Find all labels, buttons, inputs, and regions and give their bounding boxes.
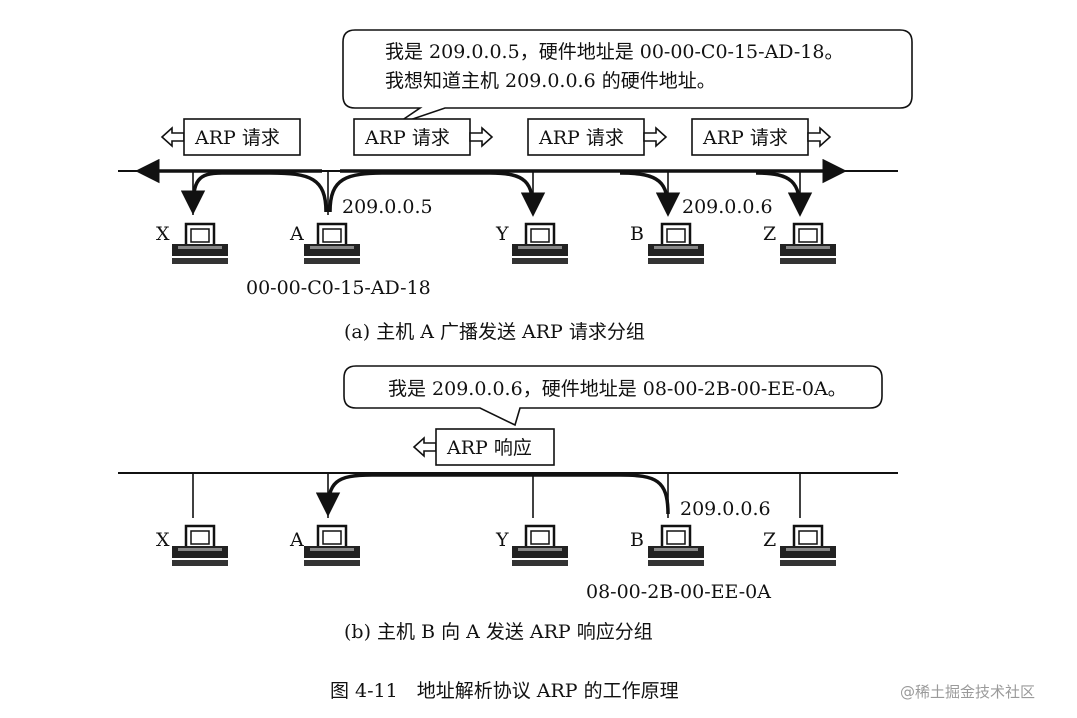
host-label-b: B — [630, 223, 644, 245]
host-x-computer-icon — [170, 524, 230, 568]
mac-label-b: 08-00-2B-00-EE-0A — [586, 581, 771, 603]
arp-request-packet-3: ARP 请求 — [527, 118, 667, 156]
caption-a: (a) 主机 A 广播发送 ARP 请求分组 — [344, 321, 645, 343]
host-label-a: A — [289, 223, 304, 245]
host-y-computer-icon — [510, 222, 570, 266]
ip-label-b: 209.0.0.6 — [682, 196, 773, 218]
panel-b: 我是 209.0.0.6，硬件地址是 08-00-2B-00-EE-0A。 AR… — [118, 365, 898, 643]
host-x-computer-icon — [170, 222, 230, 266]
host-a-computer-icon — [302, 222, 362, 266]
arp-request-packet-4: ARP 请求 — [691, 118, 831, 156]
figure-caption: 图 4-11 地址解析协议 ARP 的工作原理 — [330, 680, 679, 702]
bubble-a-line1: 我是 209.0.0.5，硬件地址是 00-00-C0-15-AD-18。 — [385, 41, 843, 63]
packet-label: ARP 请求 — [702, 127, 788, 149]
host-label-b: B — [630, 529, 644, 551]
panel-a: 我是 209.0.0.5，硬件地址是 00-00-C0-15-AD-18。 我想… — [118, 29, 913, 343]
host-a-computer-icon — [302, 524, 362, 568]
speech-bubble-a — [342, 29, 913, 126]
host-label-x: X — [156, 529, 170, 551]
host-label-y: Y — [495, 529, 509, 551]
host-y-computer-icon — [510, 524, 570, 568]
host-b-computer-icon — [646, 222, 706, 266]
caption-b: (b) 主机 B 向 A 发送 ARP 响应分组 — [344, 621, 653, 643]
host-label-x: X — [156, 223, 170, 245]
host-z-computer-icon — [778, 524, 838, 568]
packet-label: ARP 请求 — [538, 127, 624, 149]
arp-request-packet-2: ARP 请求 — [353, 118, 493, 156]
ip-label-a: 209.0.0.5 — [342, 196, 433, 218]
watermark: @稀土掘金技术社区 — [900, 683, 1035, 701]
packet-label: ARP 响应 — [446, 437, 532, 459]
packet-label: ARP 请求 — [194, 127, 280, 149]
host-b-computer-icon — [646, 524, 706, 568]
host-label-a: A — [289, 529, 304, 551]
arp-request-packet-1: ARP 请求 — [161, 118, 301, 156]
bubble-b-line1: 我是 209.0.0.6，硬件地址是 08-00-2B-00-EE-0A。 — [388, 378, 847, 400]
ip-label-b: 209.0.0.6 — [680, 498, 771, 520]
bubble-a-line2: 我想知道主机 209.0.0.6 的硬件地址。 — [385, 70, 716, 92]
arp-response-packet: ARP 响应 — [413, 428, 555, 466]
mac-label-a: 00-00-C0-15-AD-18 — [246, 277, 431, 299]
packet-label: ARP 请求 — [364, 127, 450, 149]
host-label-z: Z — [763, 223, 776, 245]
host-label-y: Y — [495, 223, 509, 245]
host-z-computer-icon — [778, 222, 838, 266]
speech-bubble-b — [343, 365, 883, 427]
host-label-z: Z — [763, 529, 776, 551]
